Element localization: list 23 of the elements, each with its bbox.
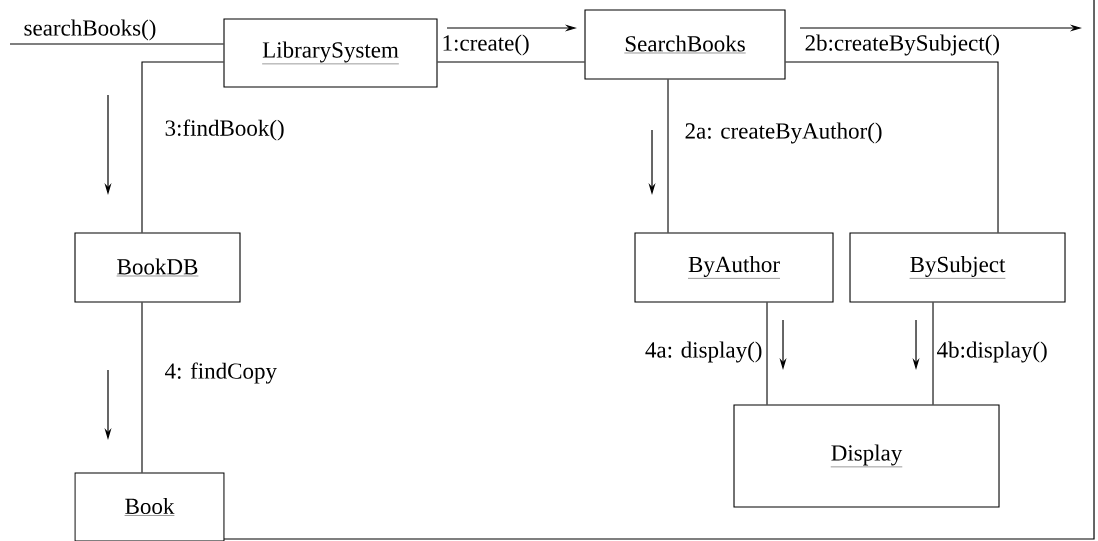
link-line bbox=[932, 302, 934, 405]
edge-label: 3:findBook() bbox=[165, 119, 284, 141]
edge-label: 2a: createByAuthor() bbox=[685, 122, 882, 144]
link-line bbox=[667, 79, 669, 233]
link-line bbox=[437, 61, 585, 63]
link-line bbox=[9, 43, 224, 45]
edge-label: 4b:display() bbox=[937, 341, 1047, 363]
edge-label: 1:create() bbox=[443, 34, 529, 56]
link-line bbox=[141, 61, 224, 233]
edge-label: 2b:createBySubject() bbox=[805, 34, 999, 56]
object-box: BySubject bbox=[849, 232, 1066, 303]
edge-label: 4a: display() bbox=[645, 341, 762, 363]
edge-label: 4: findCopy bbox=[165, 362, 277, 384]
object-box: LibrarySystem bbox=[223, 18, 438, 88]
object-box: ByAuthor bbox=[634, 232, 834, 303]
object-box: Display bbox=[733, 404, 1000, 508]
object-box: BookDB bbox=[74, 232, 241, 303]
object-box: SearchBooks bbox=[584, 9, 786, 80]
link-line bbox=[141, 302, 143, 473]
object-box: Book bbox=[74, 472, 225, 541]
link-line bbox=[766, 302, 768, 405]
link-line bbox=[785, 61, 999, 233]
edge-label: searchBooks() bbox=[24, 19, 156, 41]
